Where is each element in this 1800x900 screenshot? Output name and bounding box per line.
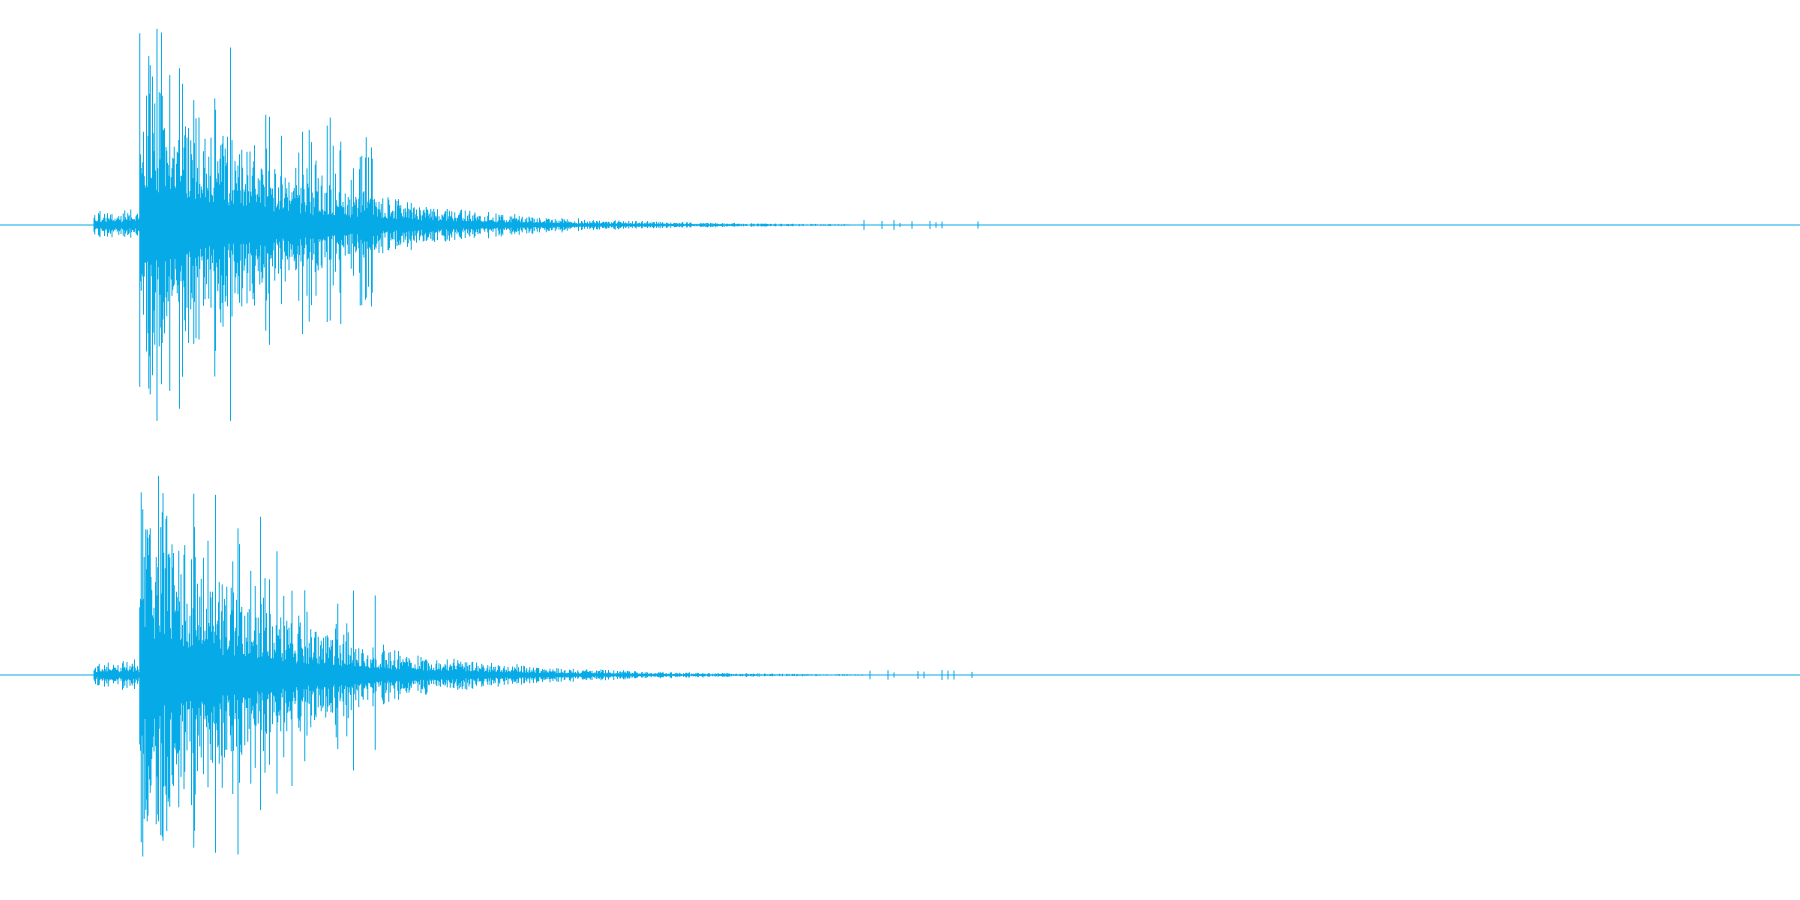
waveform-channel-right bbox=[0, 475, 1800, 857]
waveform-channel-left bbox=[0, 28, 1800, 421]
channel-right-waveform bbox=[93, 475, 973, 857]
channel-left-waveform bbox=[93, 28, 979, 421]
